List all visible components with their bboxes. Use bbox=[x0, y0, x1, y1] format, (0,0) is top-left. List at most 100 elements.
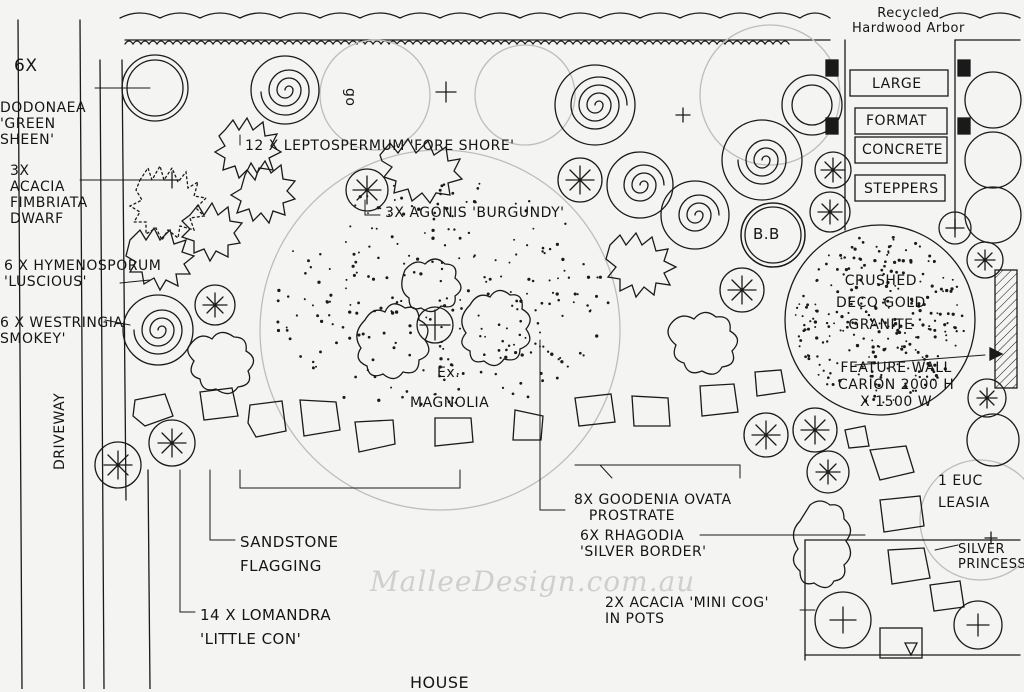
stipple-dot bbox=[880, 373, 883, 377]
stipple-dot bbox=[852, 333, 856, 336]
stipple-dot bbox=[925, 295, 930, 300]
stipple-dot bbox=[466, 289, 470, 293]
stipple-dot bbox=[853, 247, 857, 251]
stipple-dot bbox=[889, 269, 893, 273]
pot-area bbox=[804, 539, 1021, 661]
stipple-dot bbox=[529, 351, 533, 354]
label-westringia: 6 X WESTRINGIA SMOKEY' bbox=[0, 315, 124, 347]
stipple-dot bbox=[933, 335, 937, 339]
stipple-dot bbox=[802, 294, 805, 298]
stipple-dot bbox=[839, 329, 842, 332]
canopy-outlines bbox=[259, 24, 1024, 581]
stipple-dot bbox=[425, 316, 428, 319]
stipple-dot bbox=[541, 246, 545, 250]
stipple-dot bbox=[928, 254, 932, 258]
top-fence bbox=[119, 12, 1021, 46]
stipple-dot bbox=[951, 312, 955, 316]
stipple-dot bbox=[918, 375, 921, 379]
stipple-dot bbox=[484, 335, 486, 338]
stipple-dot bbox=[917, 304, 921, 308]
stipple-dot bbox=[861, 365, 864, 368]
stipple-dot bbox=[534, 309, 537, 312]
stipple-dot bbox=[500, 275, 503, 278]
stipple-dot bbox=[942, 290, 944, 293]
stipple-dot bbox=[366, 369, 369, 372]
stipple-dot bbox=[331, 323, 334, 326]
stipple-dot bbox=[858, 236, 861, 240]
stipple-dot bbox=[881, 301, 885, 304]
stipple-dot bbox=[827, 313, 830, 316]
stipple-dot bbox=[801, 315, 804, 318]
stipple-dot bbox=[817, 268, 821, 271]
stipple-dot bbox=[922, 302, 926, 307]
stipple-dot bbox=[595, 294, 598, 298]
stipple-dot bbox=[476, 187, 480, 190]
stipple-dot bbox=[311, 360, 315, 364]
stipple-dot bbox=[861, 297, 864, 300]
stipple-dot bbox=[842, 329, 845, 332]
stipple-dot bbox=[835, 267, 839, 271]
stipple-dot bbox=[497, 348, 501, 352]
stipple-dot bbox=[307, 259, 310, 263]
stipple-dot bbox=[825, 340, 829, 343]
stipple-dot bbox=[875, 383, 878, 386]
label-lomandra: 14 x LOMANDRA 'LITTLE CON' bbox=[200, 606, 332, 648]
stipple-dot bbox=[916, 335, 920, 339]
stipple-dot bbox=[844, 268, 849, 272]
stipple-dot bbox=[550, 352, 554, 356]
stipple-dot bbox=[354, 375, 357, 379]
stipple-dot bbox=[532, 227, 535, 230]
stipple-dot bbox=[349, 303, 352, 306]
stipple-dot bbox=[377, 256, 380, 260]
stipple-dot bbox=[417, 207, 421, 211]
stipple-dot bbox=[798, 303, 801, 305]
stipple-dot bbox=[911, 323, 915, 327]
stipple-dot bbox=[483, 353, 486, 356]
stipple-dot bbox=[573, 292, 577, 296]
stipple-dot bbox=[519, 319, 522, 323]
stipple-dot bbox=[882, 298, 885, 301]
stipple-dot bbox=[403, 262, 406, 265]
stipple-dot bbox=[513, 343, 515, 346]
stipple-dot bbox=[848, 349, 851, 352]
stipple-dot bbox=[827, 325, 831, 328]
stipple-dot bbox=[892, 236, 895, 239]
stipple-dot bbox=[561, 257, 565, 262]
label-acacia-mini-cog: 2x ACACIA 'MINI COG' in POTS bbox=[605, 595, 769, 627]
stipple-dot bbox=[829, 371, 832, 375]
stipple-dot bbox=[367, 335, 371, 339]
stipple-dot bbox=[848, 296, 852, 300]
stipple-dot bbox=[946, 312, 950, 316]
stipple-dot bbox=[887, 306, 890, 309]
stipple-dot bbox=[341, 325, 345, 329]
stipple-dot bbox=[962, 329, 965, 333]
stipple-dot bbox=[539, 331, 541, 334]
stipple-dot bbox=[858, 257, 862, 261]
stipple-dot bbox=[431, 228, 435, 233]
label-hymenosporum: 6 x HYMENOSPORUM 'LUSCIOUS' bbox=[4, 258, 162, 290]
stipple-dot bbox=[917, 370, 921, 373]
stipple-dot bbox=[805, 305, 808, 309]
stipple-dot bbox=[911, 389, 915, 392]
stipple-dot bbox=[345, 278, 348, 281]
stipple-dot bbox=[944, 330, 947, 333]
stipple-dot bbox=[884, 284, 889, 289]
stipple-dot bbox=[875, 245, 878, 248]
stipple-dot bbox=[954, 344, 957, 347]
leader-lines bbox=[79, 87, 986, 613]
stipple-dot bbox=[390, 386, 393, 389]
stipple-dot bbox=[875, 389, 878, 392]
stipple-dot bbox=[910, 302, 913, 305]
stipple-dot bbox=[883, 264, 886, 268]
stipple-dot bbox=[526, 244, 529, 247]
stipple-dot bbox=[524, 209, 528, 213]
stipple-dot bbox=[354, 204, 357, 207]
spiky-grass-shrubs bbox=[125, 116, 678, 299]
stipple-dot bbox=[854, 321, 858, 325]
stipple-dot bbox=[395, 302, 398, 305]
stipple-dot bbox=[855, 343, 860, 348]
stipple-dot bbox=[478, 182, 481, 185]
stipple-dot bbox=[857, 373, 860, 376]
stipple-dot bbox=[882, 348, 886, 352]
stipple-dot bbox=[867, 313, 871, 317]
